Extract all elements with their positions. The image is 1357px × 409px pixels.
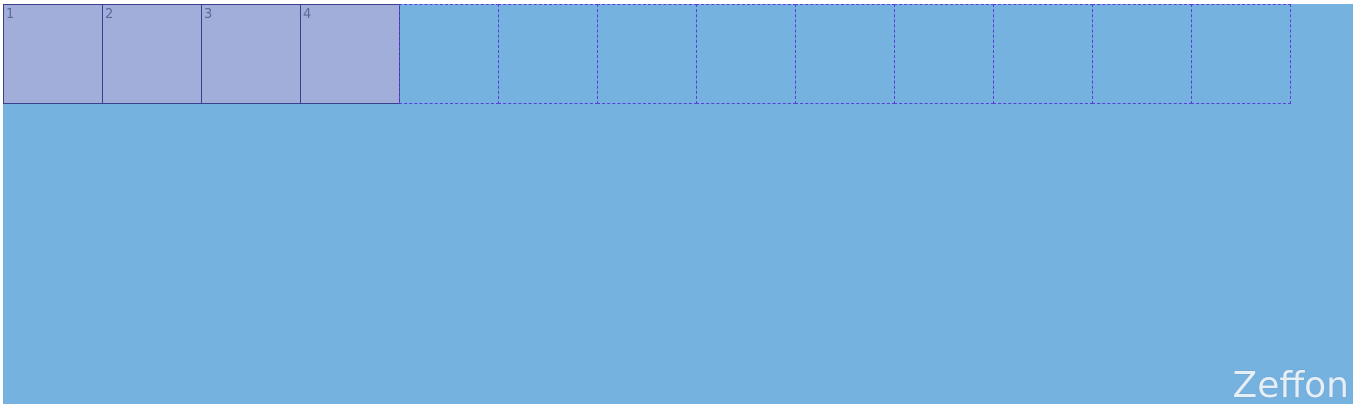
slot-grid: 1 2 3 4	[3, 4, 1291, 104]
slot-cell-filled[interactable]: 3	[201, 4, 301, 104]
slot-cell-empty[interactable]	[795, 4, 895, 104]
slot-cell-filled[interactable]: 1	[3, 4, 103, 104]
slot-cell-empty[interactable]	[993, 4, 1093, 104]
slot-cell-empty[interactable]	[1191, 4, 1291, 104]
slot-cell-filled[interactable]: 4	[300, 4, 400, 104]
slot-cell-empty[interactable]	[894, 4, 994, 104]
slot-cell-empty[interactable]	[498, 4, 598, 104]
slot-number: 4	[303, 7, 312, 22]
slot-cell-empty[interactable]	[696, 4, 796, 104]
slot-number: 2	[105, 7, 114, 22]
canvas-area: 1 2 3 4 Zeffon	[3, 4, 1353, 404]
slot-cell-empty[interactable]	[1092, 4, 1192, 104]
slot-cell-filled[interactable]: 2	[102, 4, 202, 104]
brand-watermark: Zeffon	[1232, 365, 1349, 406]
slot-number: 1	[6, 7, 15, 22]
slot-cell-empty[interactable]	[597, 4, 697, 104]
slot-number: 3	[204, 7, 213, 22]
slot-cell-empty[interactable]	[399, 4, 499, 104]
